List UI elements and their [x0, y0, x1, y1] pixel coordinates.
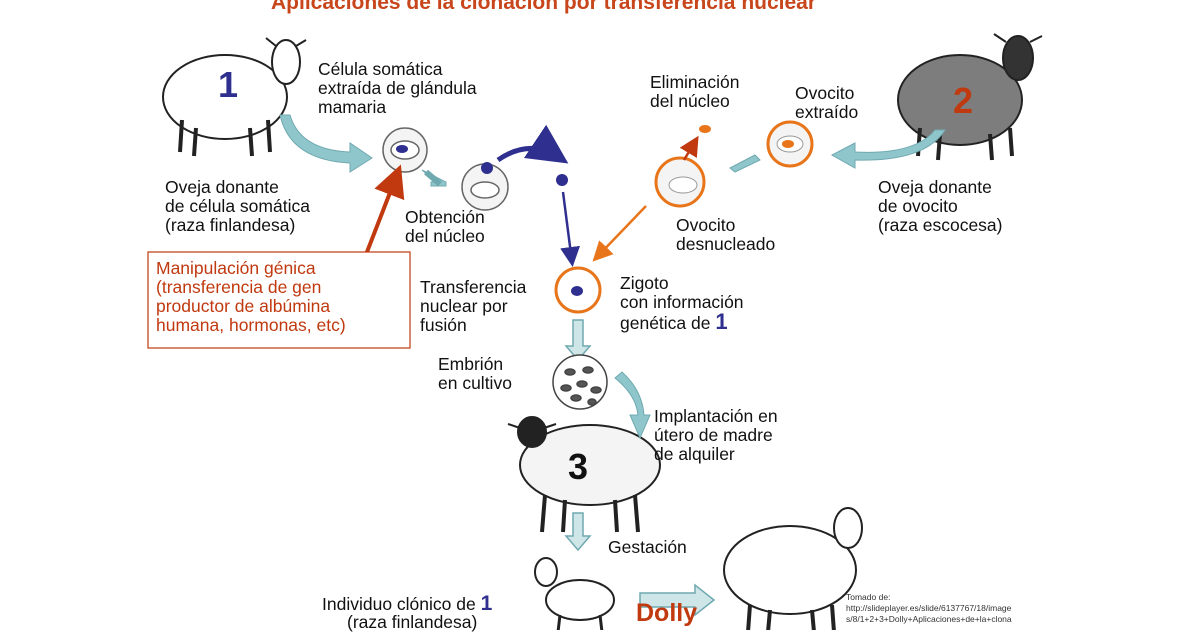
sheep-1-number: 1 [218, 64, 239, 105]
diagram-title: Aplicaciones de la clonación por transfe… [271, 0, 817, 14]
manipulation-box [147, 251, 411, 349]
teal-arrows [279, 114, 946, 440]
label-manipulacion-genica: Manipulación génica (transferencia de ge… [156, 258, 346, 335]
label-obtencion-nucleo: Obtención del núcleo [405, 207, 485, 246]
embryo-cell [552, 354, 608, 410]
somatic-cell [382, 127, 428, 173]
dolly-illustration [723, 507, 863, 630]
zigoto-number: 1 [715, 309, 728, 334]
label-eliminacion-nucleo: Eliminación del núcleo [650, 72, 740, 111]
removed-nucleus [699, 125, 711, 133]
label-oveja-donante-somatica: Oveja donante de célula somática (raza f… [165, 177, 310, 235]
label-ovocito-desnucleado: Ovocito desnucleado [676, 215, 776, 254]
label-gestacion: Gestación [608, 537, 687, 557]
label-raza-finlandesa: (raza finlandesa) [347, 612, 478, 632]
sheep-3-illustration [507, 416, 661, 533]
sheep-2-number: 2 [953, 80, 974, 121]
label-embrion-cultivo: Embrión en cultivo [438, 354, 512, 393]
nucleus-removal-arrow [679, 135, 699, 161]
nucleus-to-zygote-arrow [560, 191, 581, 267]
sheep-3-number: 3 [568, 446, 589, 487]
zigoto-text: Zigoto con información genética de [620, 273, 744, 333]
extracted-nucleus [556, 174, 568, 186]
oocyte-to-zygote-arrow [592, 205, 647, 262]
zygote-cell [554, 266, 602, 314]
sheep-1-illustration [162, 37, 307, 157]
teal-down-arrows [564, 319, 716, 617]
label-celula-somatica: Célula somática extraída de glándula mam… [318, 59, 477, 117]
label-oveja-donante-ovocito: Oveja donante de ovocito (raza escocesa) [878, 177, 1003, 235]
label-ovocito-extraido: Ovocito extraído [795, 83, 859, 122]
extracted-oocyte-cell [766, 120, 814, 168]
label-implantacion: Implantación en útero de madre de alquil… [654, 406, 778, 464]
label-dolly: Dolly [636, 599, 698, 627]
nucleus-extraction-cell [461, 162, 509, 211]
enucleated-oocyte-cell [654, 156, 706, 208]
source-credit: Tomado de: http://slideplayer.es/slide/6… [846, 592, 1012, 624]
nucleus-transfer-arc [496, 124, 569, 164]
label-zigoto: Zigoto con información genética de 1 [620, 274, 744, 333]
individuo-clonico-number: 1 [480, 592, 493, 615]
label-individuo-clonico: Individuo clónico de 1 [322, 592, 493, 615]
individuo-clonico-text: Individuo clónico de [322, 594, 481, 614]
sheep-2-illustration [897, 33, 1043, 161]
label-transferencia-nuclear: Transferencia nuclear por fusión [420, 277, 527, 335]
clone-lamb-illustration [534, 557, 615, 630]
